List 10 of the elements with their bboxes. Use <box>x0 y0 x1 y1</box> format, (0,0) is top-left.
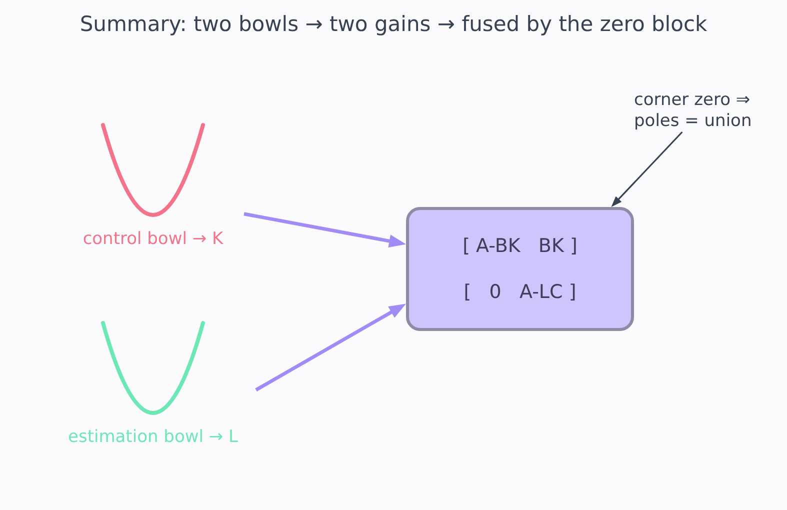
matrix-row: [ 0 A-LC ] <box>464 281 576 303</box>
bowl-label: estimation bowl → L <box>68 426 238 448</box>
leader-arrow <box>611 131 683 207</box>
matrix-box <box>406 207 634 331</box>
arrow <box>255 304 406 392</box>
annotation-text: corner zero ⇒ poles = union <box>634 90 780 132</box>
matrix-row: [ A-BK BK ] <box>462 235 578 257</box>
arrow <box>244 212 406 248</box>
bowl-label: control bowl → K <box>82 228 224 250</box>
title: Summary: two bowls → two gains → fused by the zero block <box>78 11 708 38</box>
